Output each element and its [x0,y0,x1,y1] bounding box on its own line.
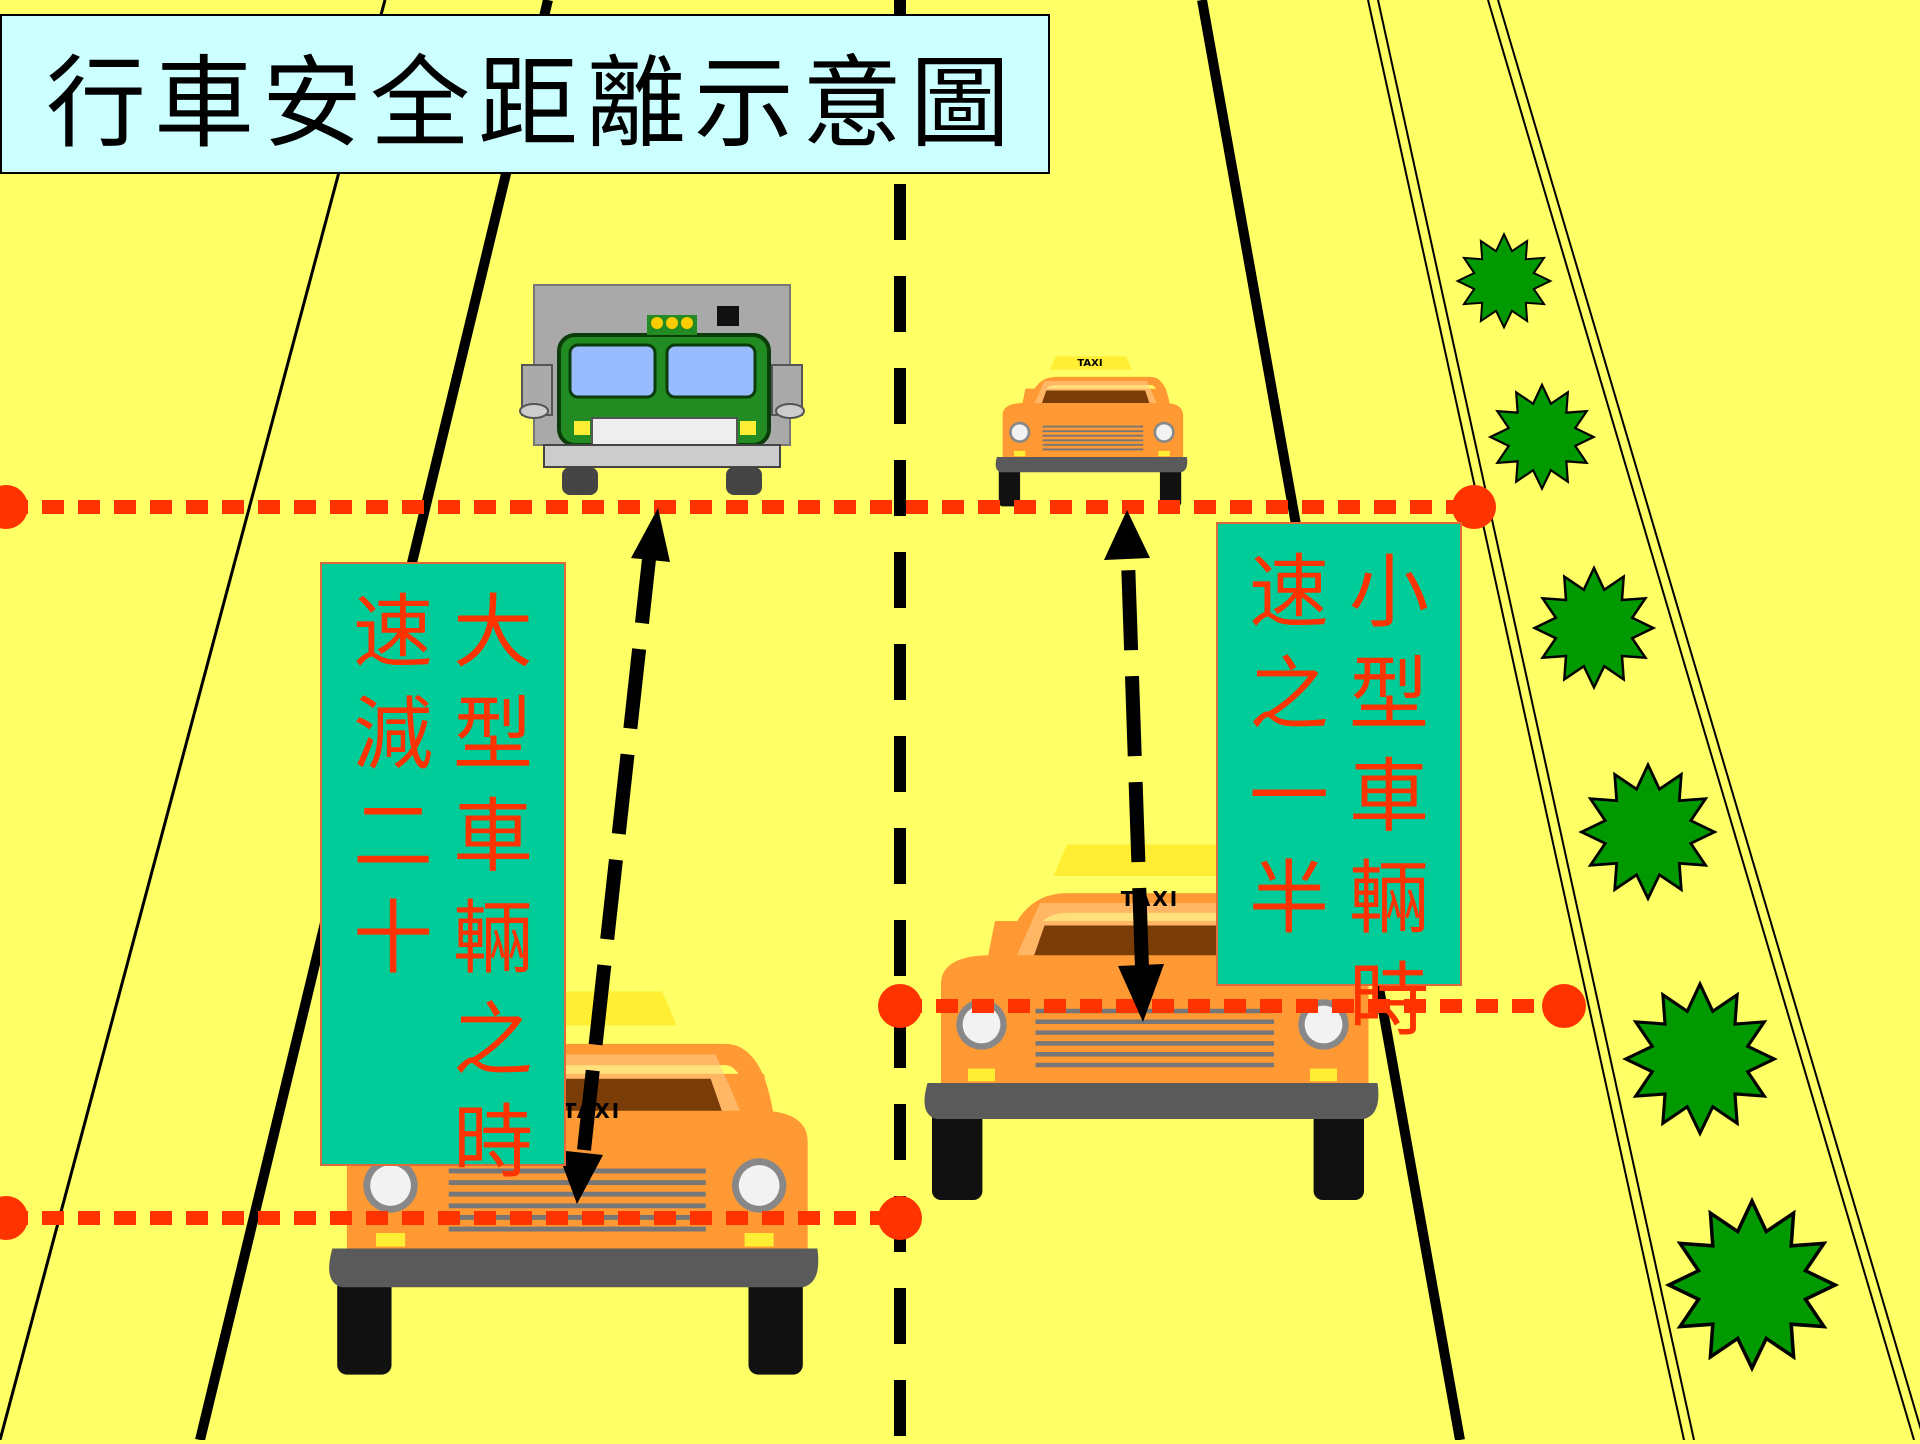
note-char: 輛 [1349,852,1429,945]
note-char: 速 [353,586,433,679]
tree-icon [1624,982,1776,1135]
note-char: 速 [1249,546,1329,639]
tree-icon [1489,383,1595,490]
note-char: 十 [353,892,433,985]
truck-icon [518,283,806,497]
note-char: 之 [453,994,533,1087]
note-char: 時 [1349,954,1429,1047]
small-vehicle-note: 小型車輛時 速之一半 [1216,522,1462,1047]
note-char: 型 [1349,648,1429,741]
taxi-sign-right: TAXI [1121,887,1179,911]
title-box: 行車安全距離示意圖 [0,14,1050,174]
note-char: 車 [1349,750,1429,843]
note-column: 速之一半 [1246,542,1332,984]
note-char: 一 [1249,750,1329,843]
note-char: 時 [453,1096,533,1189]
note-char: 大 [453,586,533,679]
arrow-icon [1104,510,1164,1022]
taxi-sign-small: TAXI [1077,358,1102,369]
arrow-icon [557,508,670,1204]
tree-icon [1580,763,1716,900]
tree-icon [1456,233,1552,329]
note-column: 速減二十 [350,582,436,1164]
tree-icon [1533,566,1655,689]
note-char: 車 [453,790,533,883]
taxi-icon [996,356,1188,506]
note-char: 之 [1249,648,1329,741]
note-char: 輛 [453,892,533,985]
note-char: 二 [353,790,433,883]
note-char: 半 [1249,852,1329,945]
note-column: 小型車輛時 [1346,542,1432,1047]
note-char: 減 [353,688,433,781]
large-vehicle-note: 大型車輛之時 速減二十 [320,562,566,1189]
distance-lines [0,485,1586,1240]
note-char: 型 [453,688,533,781]
note-column: 大型車輛之時 [450,582,536,1189]
page-title: 行車安全距離示意圖 [46,44,1018,162]
tree-icon [1667,1199,1837,1370]
note-char: 小 [1349,546,1429,639]
roadside-trees [1456,233,1837,1370]
